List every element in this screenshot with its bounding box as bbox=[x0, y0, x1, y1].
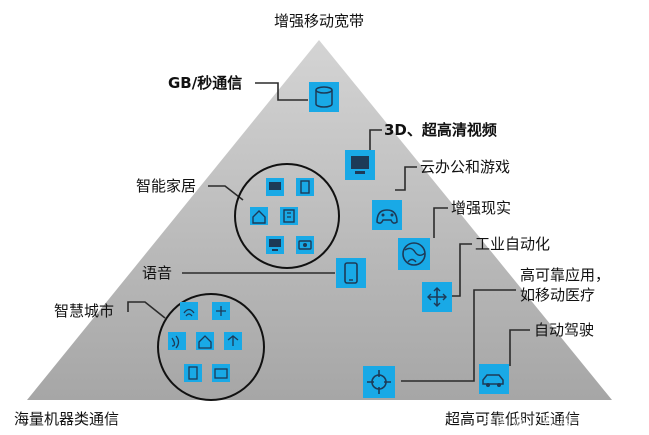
label-voice: 语音 bbox=[142, 264, 172, 282]
label-gbps: GB/秒通信 bbox=[168, 74, 242, 92]
tv-icon bbox=[266, 178, 284, 196]
label-ar: 增强现实 bbox=[451, 199, 511, 217]
wifi-icon bbox=[168, 332, 186, 350]
signal-icon bbox=[180, 302, 198, 320]
monitor-icon bbox=[345, 150, 375, 180]
connector-smart-home bbox=[208, 185, 244, 201]
connector-gbps bbox=[255, 82, 308, 101]
database-icon bbox=[309, 82, 339, 112]
monitor-small-icon bbox=[266, 236, 284, 254]
label-self-driving: 自动驾驶 bbox=[534, 321, 594, 339]
label-smart-city: 智慧城市 bbox=[54, 302, 114, 320]
connector-smart-city bbox=[127, 301, 166, 319]
crosshair-icon bbox=[363, 366, 395, 398]
meter-icon bbox=[184, 364, 202, 382]
watermark: 头条 @亚 视 股 市 谭 bbox=[483, 414, 608, 430]
label-smart-home: 智能家居 bbox=[136, 177, 196, 195]
router-icon bbox=[212, 302, 230, 320]
connector-industry bbox=[452, 243, 472, 297]
move-arrows-icon bbox=[422, 282, 452, 312]
device-icon bbox=[212, 364, 230, 382]
antenna-icon bbox=[224, 332, 242, 350]
connector-ar bbox=[433, 207, 448, 238]
connector-cloud bbox=[395, 166, 417, 191]
gamepad-icon bbox=[372, 200, 402, 230]
car-icon bbox=[479, 364, 509, 394]
label-3d-video: 3D、超高清视频 bbox=[384, 121, 497, 139]
connector-medical bbox=[401, 289, 516, 382]
smart-city-icons bbox=[168, 302, 242, 382]
label-top-corner: 增强移动宽带 bbox=[274, 12, 364, 30]
label-industry: 工业自动化 bbox=[475, 235, 550, 253]
connector-self-driving bbox=[509, 329, 530, 366]
connector-3d-video bbox=[369, 129, 382, 150]
smart-home-cluster bbox=[234, 163, 340, 269]
building-icon bbox=[280, 207, 298, 225]
globe-icon bbox=[398, 238, 430, 270]
label-cloud: 云办公和游戏 bbox=[420, 158, 510, 176]
label-medical-line1: 高可靠应用， bbox=[520, 266, 610, 284]
smart-home-icons bbox=[250, 178, 314, 254]
label-bottom-right-corner: 超高可靠低时延通信 bbox=[445, 410, 580, 428]
phone-icon bbox=[336, 258, 366, 288]
smart-city-cluster bbox=[157, 293, 265, 401]
house-icon bbox=[196, 332, 214, 350]
connector-lines bbox=[127, 82, 530, 382]
camera-icon bbox=[296, 236, 314, 254]
home-icon bbox=[250, 207, 268, 225]
label-bottom-left-corner: 海量机器类通信 bbox=[14, 410, 119, 428]
label-medical-line2: 如移动医疗 bbox=[520, 286, 595, 304]
tablet-icon bbox=[296, 178, 314, 196]
